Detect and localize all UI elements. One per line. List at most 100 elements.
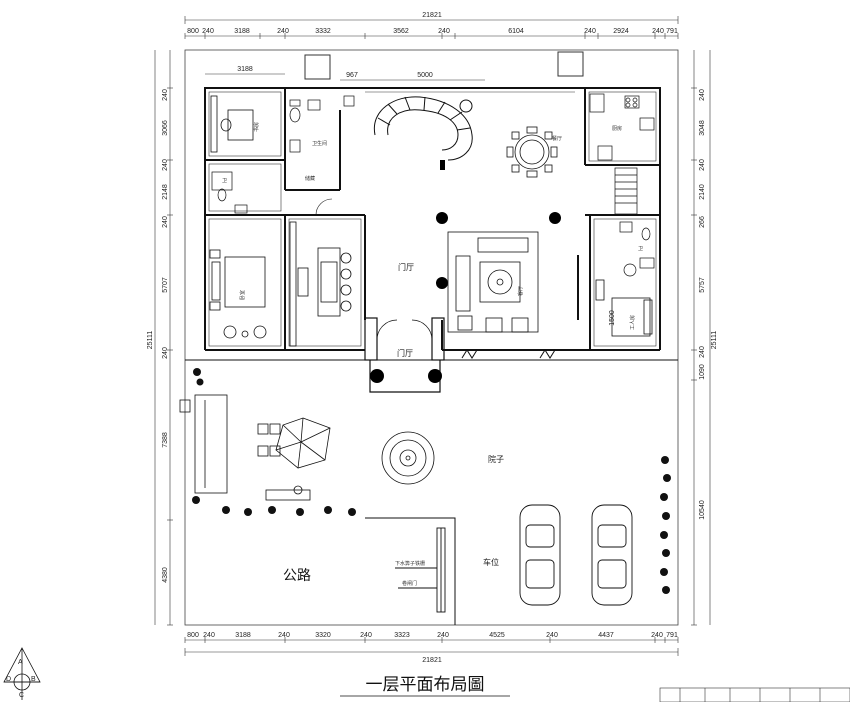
porch-column-left	[370, 369, 384, 383]
pavilion	[179, 394, 228, 494]
site-boundary	[184, 49, 679, 626]
shrubs	[192, 368, 671, 594]
svg-text:1090: 1090	[699, 364, 706, 380]
svg-text:厨房: 厨房	[612, 125, 622, 132]
overall-height-left: 25111	[147, 331, 154, 350]
svg-text:240: 240	[162, 159, 169, 171]
bbq-counter	[265, 485, 311, 501]
fountain	[381, 431, 435, 485]
dining-table	[506, 126, 558, 178]
house-walls	[204, 87, 661, 351]
svg-text:240: 240	[699, 159, 706, 171]
service-stair	[614, 167, 638, 215]
svg-text:卫: 卫	[638, 246, 643, 252]
svg-text:卫生间: 卫生间	[312, 140, 327, 147]
chimney-left	[304, 54, 331, 80]
gate-label: 卷闸门	[402, 580, 417, 587]
svg-text:卧室: 卧室	[239, 290, 246, 300]
left-dimension-labels: 240 3066 240 2148 240 5707 240 7388 4380	[162, 89, 169, 583]
compass-letter-d: D	[6, 676, 11, 683]
bedroom-right-furniture	[595, 279, 653, 337]
study-door-swing	[315, 198, 333, 216]
kitchen-fixtures	[589, 93, 655, 161]
svg-text:2148: 2148	[162, 184, 169, 200]
top-dimension-labels: 800 240 3188 240 3332 3562 240 6104 240 …	[187, 28, 678, 35]
top-inner-dimension-labels: 3188 967 5000	[205, 66, 485, 81]
svg-text:工人房: 工人房	[629, 315, 636, 330]
svg-text:240: 240	[699, 89, 706, 101]
svg-text:800: 800	[187, 632, 199, 639]
spiral-staircase	[373, 96, 473, 161]
overall-height-right: 25111	[711, 331, 718, 350]
chimney-right	[557, 51, 584, 77]
svg-text:266: 266	[699, 216, 706, 228]
bottom-dimension-labels: 800 240 3188 240 3320 240 3323 240 4525 …	[187, 632, 678, 639]
svg-text:240: 240	[652, 28, 664, 35]
svg-text:240: 240	[546, 632, 558, 639]
bedroom-left-furniture	[209, 249, 267, 339]
svg-text:967: 967	[346, 72, 358, 79]
svg-text:240: 240	[162, 347, 169, 359]
svg-text:客厅: 客厅	[517, 286, 524, 296]
hall-column-2	[549, 212, 561, 224]
svg-text:791: 791	[666, 28, 678, 35]
svg-text:800: 800	[187, 28, 199, 35]
title-block-fragment	[659, 687, 850, 702]
hall-column-3	[436, 277, 448, 289]
svg-text:240: 240	[202, 28, 214, 35]
svg-text:240: 240	[278, 632, 290, 639]
road-label: 公路	[283, 568, 311, 584]
svg-text:5707: 5707	[162, 277, 169, 293]
svg-text:5757: 5757	[699, 277, 706, 293]
car-left	[519, 504, 561, 606]
gate	[395, 527, 446, 613]
umbrella-table	[257, 417, 331, 469]
svg-text:4437: 4437	[598, 632, 614, 639]
svg-text:3320: 3320	[315, 632, 331, 639]
tea-room-furniture	[289, 221, 352, 347]
hall-column-1	[436, 212, 448, 224]
svg-text:240: 240	[651, 632, 663, 639]
svg-text:3562: 3562	[393, 28, 409, 35]
bathroom-fixtures	[211, 95, 655, 277]
courtyard-label: 院子	[488, 454, 504, 464]
svg-text:2924: 2924	[613, 28, 629, 35]
svg-text:4525: 4525	[489, 632, 505, 639]
svg-text:3188: 3188	[234, 28, 250, 35]
svg-text:240: 240	[437, 632, 449, 639]
svg-text:7388: 7388	[162, 432, 169, 448]
room-tags: 书房 卫生间 卫 储藏 卧室 客厅 餐厅 厨房 工人房 卫	[222, 122, 643, 330]
study-furniture	[210, 95, 254, 153]
bedroom-right-dim-1500: 1500	[609, 310, 616, 326]
svg-text:3188: 3188	[235, 632, 251, 639]
porch-column-right	[428, 369, 442, 383]
dimension-ticks	[167, 33, 697, 643]
svg-text:2140: 2140	[699, 184, 706, 200]
thin-wall-lines	[208, 91, 657, 347]
drawing-title: 一层平面布局圖	[366, 675, 485, 695]
svg-text:240: 240	[584, 28, 596, 35]
svg-text:240: 240	[699, 346, 706, 358]
right-dimension-labels: 240 3048 240 2140 266 5757 240 1090 1054…	[699, 89, 706, 520]
porch-label: 门厅	[397, 348, 413, 358]
foyer-label: 门厅	[398, 262, 414, 272]
compass-letter-a: A	[18, 659, 23, 666]
svg-text:卫: 卫	[222, 178, 227, 184]
overall-width-top: 21821	[422, 12, 442, 19]
compass-letter-c: C	[19, 692, 24, 699]
parking-label: 车位	[483, 557, 499, 567]
svg-text:3332: 3332	[315, 28, 331, 35]
svg-text:240: 240	[203, 632, 215, 639]
overall-width-bottom: 21821	[422, 657, 442, 664]
sliding-door-marks	[461, 349, 556, 359]
svg-text:10540: 10540	[699, 500, 706, 520]
svg-text:6104: 6104	[508, 28, 524, 35]
svg-text:3188: 3188	[237, 66, 253, 73]
car-right	[591, 504, 633, 606]
svg-text:240: 240	[162, 89, 169, 101]
svg-text:餐厅: 餐厅	[552, 135, 562, 142]
svg-text:240: 240	[438, 28, 450, 35]
svg-text:240: 240	[277, 28, 289, 35]
svg-text:3323: 3323	[394, 632, 410, 639]
